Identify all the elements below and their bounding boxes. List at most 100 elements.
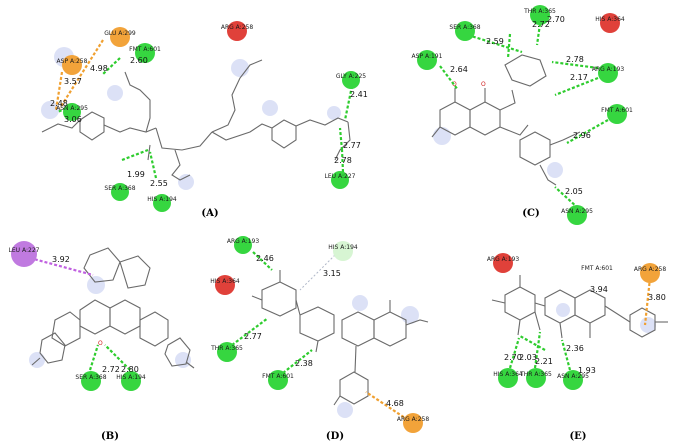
panel-label: (B) xyxy=(101,431,119,442)
residue-ser-a368: SER A:368 xyxy=(449,21,481,41)
ligand-halo xyxy=(41,101,59,119)
svg-text:HIS A:364: HIS A:364 xyxy=(210,278,240,285)
svg-text:GLY A:225: GLY A:225 xyxy=(336,73,366,80)
svg-text:LEU A:227: LEU A:227 xyxy=(325,173,356,180)
distance-label: 3.06 xyxy=(64,115,82,124)
ligand-halo xyxy=(107,85,123,101)
distance-label: 3.57 xyxy=(64,77,82,86)
residue-his-a194: HIS A:194 xyxy=(328,241,358,261)
svg-text:FMT A:601: FMT A:601 xyxy=(262,373,294,380)
distance-label: 2.77 xyxy=(343,141,361,150)
svg-text:ARG A:193: ARG A:193 xyxy=(487,256,519,263)
distance-label: 2.77 xyxy=(244,332,262,341)
distance-label: 3.94 xyxy=(590,285,608,294)
panel-a: GLU A:299 ASP A:258 FMT A:601 ASN A:295 … xyxy=(41,21,368,219)
distance-label: 2.78 xyxy=(566,55,584,64)
distance-label: 2.78 xyxy=(334,156,352,165)
distance-label: 2.55 xyxy=(150,179,168,188)
svg-text:THR A:365: THR A:365 xyxy=(523,8,556,15)
distance-label: 3.15 xyxy=(323,269,341,278)
residue-ser-a368: SER A:368 xyxy=(104,183,136,201)
residue-his-a364: HIS A:364 xyxy=(210,275,240,295)
distance-label: 3.80 xyxy=(648,293,666,302)
residue-arg-a193: ARG A:193 xyxy=(592,63,624,83)
distance-label: 2.80 xyxy=(121,365,139,374)
distance-label: 2.21 xyxy=(535,357,553,366)
svg-text:ASP A:258: ASP A:258 xyxy=(57,58,88,65)
residue-leu-a227: LEU A:227 xyxy=(9,241,40,267)
ligand-halo xyxy=(327,106,341,120)
distance-label: 2.05 xyxy=(565,187,583,196)
svg-text:SER A:368: SER A:368 xyxy=(75,374,106,381)
svg-text:FMT A:601: FMT A:601 xyxy=(129,46,161,53)
svg-text:HIS A:364: HIS A:364 xyxy=(595,16,625,23)
panel-e: ARG A:193 FMT A:601 ARG A:258 HIS A:364 … xyxy=(487,253,668,442)
svg-text:GLU A:299: GLU A:299 xyxy=(104,30,136,37)
panel-b: O LEU A:227 SER A:368 HIS A:194 3.92 2.7… xyxy=(9,241,195,442)
distance-label: 2.48 xyxy=(50,99,68,108)
residue-asp-a191: ASP A:191 xyxy=(412,50,443,70)
ligand-halo xyxy=(433,127,451,145)
ligand-b-skeleton xyxy=(31,247,195,369)
svg-text:ARG A:193: ARG A:193 xyxy=(592,66,624,73)
svg-text:SER A:368: SER A:368 xyxy=(104,185,135,192)
oxygen-atom: O xyxy=(98,340,103,347)
residue-fmt-a601: FMT A:601 xyxy=(581,262,613,282)
residue-gly-a225: GLY A:225 xyxy=(336,71,366,89)
panel-label: (A) xyxy=(201,208,218,219)
distance-label: 2.03 xyxy=(519,353,537,362)
distance-label: 2.38 xyxy=(295,359,313,368)
residue-arg-a193: ARG A:193 xyxy=(227,236,259,254)
ligand-a-skeleton xyxy=(41,59,351,181)
oxygen-atom: O xyxy=(481,81,486,88)
distance-label: 2.60 xyxy=(130,56,148,65)
svg-text:ASP A:191: ASP A:191 xyxy=(412,53,443,60)
residue-arg-a193: ARG A:193 xyxy=(487,253,519,273)
svg-text:LEU A:227: LEU A:227 xyxy=(9,247,40,254)
svg-text:ASN A:295: ASN A:295 xyxy=(561,208,593,215)
residue-asn-a295: ASN A:295 xyxy=(561,205,593,225)
residue-his-a364: HIS A:364 xyxy=(493,368,523,388)
svg-text:ARG A:193: ARG A:193 xyxy=(227,238,259,245)
svg-text:ARG A:258: ARG A:258 xyxy=(397,416,429,423)
ligand-d-skeleton xyxy=(251,270,429,406)
residue-asn-a295: ASN A:295 xyxy=(56,103,88,121)
distance-label: 4.98 xyxy=(90,64,108,73)
ligand-halo xyxy=(178,174,194,190)
distance-label: 2.72 xyxy=(532,20,550,29)
distance-label: 2.41 xyxy=(350,90,368,99)
panel-c: O O SER A:368 THR A:365 HIS A:364 ASP A:… xyxy=(412,5,633,225)
distance-label: 2.72 xyxy=(102,365,120,374)
svg-text:FMT A:601: FMT A:601 xyxy=(581,265,613,272)
residue-ser-a368: SER A:368 xyxy=(75,371,107,391)
ligand-halo xyxy=(175,352,191,368)
distance-label: 4.68 xyxy=(386,399,404,408)
svg-text:HIS A:194: HIS A:194 xyxy=(116,374,146,381)
ligand-halo xyxy=(231,59,249,77)
svg-text:THR A:365: THR A:365 xyxy=(519,371,552,378)
distance-label: 2.36 xyxy=(566,344,584,353)
svg-text:FMT A:601: FMT A:601 xyxy=(601,107,633,114)
distance-label: 3.92 xyxy=(52,255,70,264)
panel-d: ARG A:193 HIS A:194 HIS A:364 THR A:365 … xyxy=(210,236,429,442)
residue-fmt-a601: FMT A:601 xyxy=(262,370,294,390)
svg-text:HIS A:194: HIS A:194 xyxy=(147,196,177,203)
panel-label: (E) xyxy=(569,431,586,442)
ligand-halo xyxy=(337,402,353,418)
ligand-halo xyxy=(547,162,563,178)
distance-label: 2.17 xyxy=(570,73,588,82)
svg-text:ASN A:295: ASN A:295 xyxy=(557,373,589,380)
oxygen-atom: O xyxy=(452,81,457,88)
svg-text:HIS A:194: HIS A:194 xyxy=(328,244,358,251)
ligand-halo xyxy=(352,295,368,311)
distance-label: 2.46 xyxy=(256,254,274,263)
residue-his-a194: HIS A:194 xyxy=(116,371,146,391)
distance-label: 1.93 xyxy=(578,366,596,375)
svg-text:ARG A:258: ARG A:258 xyxy=(221,24,253,31)
ligand-halo xyxy=(262,100,278,116)
panel-label: (C) xyxy=(522,208,539,219)
distance-label: 2.70 xyxy=(504,353,522,362)
residue-arg-a258: ARG A:258 xyxy=(634,263,666,283)
residue-asn-a295: ASN A:295 xyxy=(557,370,589,390)
distance-label: 2.64 xyxy=(450,65,468,74)
